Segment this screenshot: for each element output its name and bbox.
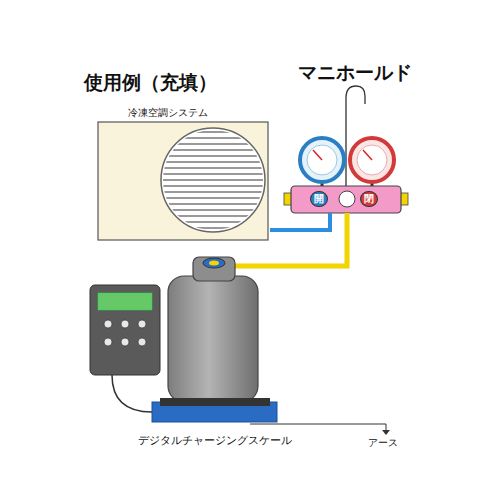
high-gauge (350, 138, 394, 182)
close-valve: 閉 (360, 191, 378, 207)
grille-bars (160, 132, 266, 228)
node-label: 閉 (361, 192, 377, 206)
charging-hose (222, 213, 347, 266)
outdoor-unit (98, 122, 268, 240)
fan-grille (161, 128, 265, 232)
refrigerant-hose (270, 213, 330, 230)
earth-label: アース (368, 436, 398, 450)
low-gauge (300, 138, 344, 182)
open-valve: 開 (310, 191, 328, 207)
scale-display (90, 285, 160, 375)
scale-cable (112, 375, 152, 412)
node-label: マニホールド (286, 60, 424, 86)
node-label: 開 (311, 192, 327, 206)
earth-arrow (382, 430, 390, 435)
title-text: 使用例（充填） (84, 70, 217, 96)
charging-scale-node: デジタルチャージングスケール (116, 398, 314, 452)
manifold-body (291, 186, 401, 213)
outdoor-unit-node: 冷凍空調システム (96, 106, 270, 240)
diagram-title: 使用例（充填） (84, 70, 217, 96)
manifold-node: マニホールド開 閉 (286, 60, 424, 213)
label-text: アース (368, 436, 398, 450)
node-label: 冷凍空調システム (128, 106, 270, 120)
node-label: デジタルチャージングスケール (116, 433, 314, 448)
refrigerant-cylinder (168, 276, 258, 402)
earth-wire (250, 424, 386, 425)
